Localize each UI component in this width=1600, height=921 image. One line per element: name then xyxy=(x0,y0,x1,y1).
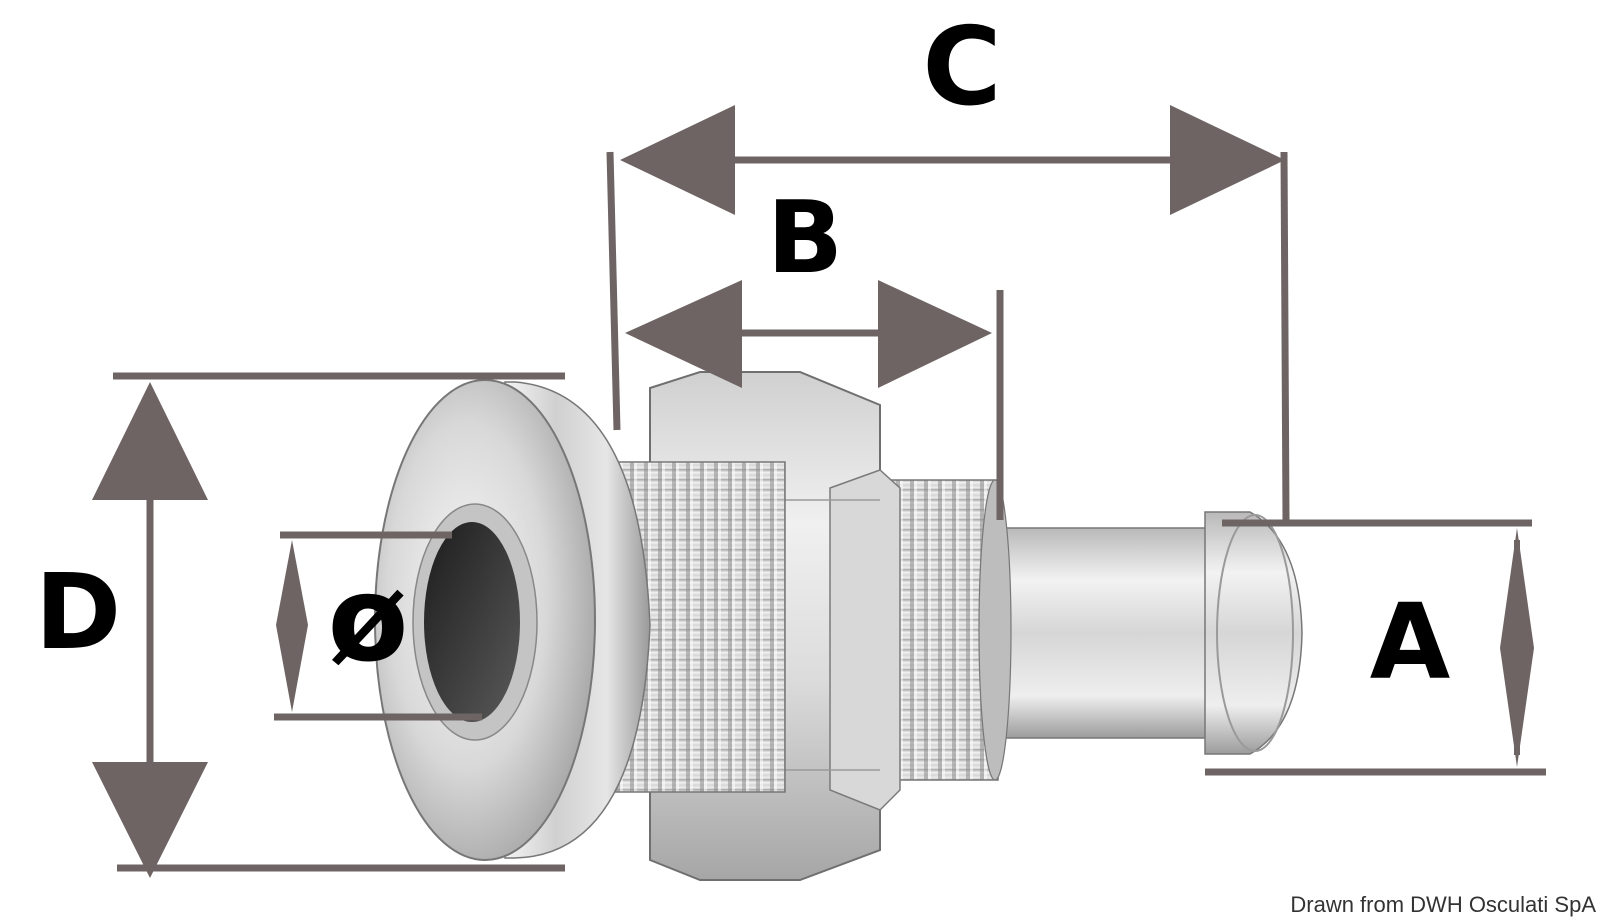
dimension-c-arrow-right xyxy=(1170,105,1285,215)
dimension-c-extension-right xyxy=(1280,151,1290,521)
dimension-c xyxy=(606,105,1290,521)
label-a: A xyxy=(1370,581,1451,703)
dimension-b-arrow-right xyxy=(878,280,992,388)
fitting-illustration xyxy=(374,371,1303,881)
dimension-a-arrow-bottom xyxy=(1500,648,1534,767)
dimension-b xyxy=(625,280,1004,520)
image-credit: Drawn from DWH Osculati SpA xyxy=(1290,892,1596,917)
label-d: D xyxy=(35,551,121,673)
dimension-d-arrow-top xyxy=(92,382,208,500)
label-diameter: ø xyxy=(327,550,408,688)
dimension-c-extension-left xyxy=(606,151,621,431)
dimension-b-arrow-left xyxy=(625,280,742,388)
dimension-diameter xyxy=(274,531,482,721)
dimension-a-arrow-top xyxy=(1500,528,1534,648)
label-b: B xyxy=(767,179,843,296)
dimension-d xyxy=(92,372,565,878)
dimension-d-arrow-bottom xyxy=(92,762,208,878)
dimension-diameter-arrow-top xyxy=(276,540,308,625)
dimension-annotations: C B D ø A xyxy=(35,5,1546,878)
dimension-c-arrow-left xyxy=(620,105,735,215)
flange xyxy=(374,379,651,861)
dimension-diameter-arrow-bottom xyxy=(276,625,308,712)
label-c: C xyxy=(922,5,1001,130)
hose-tail xyxy=(989,511,1303,755)
dimension-a xyxy=(1205,519,1546,776)
